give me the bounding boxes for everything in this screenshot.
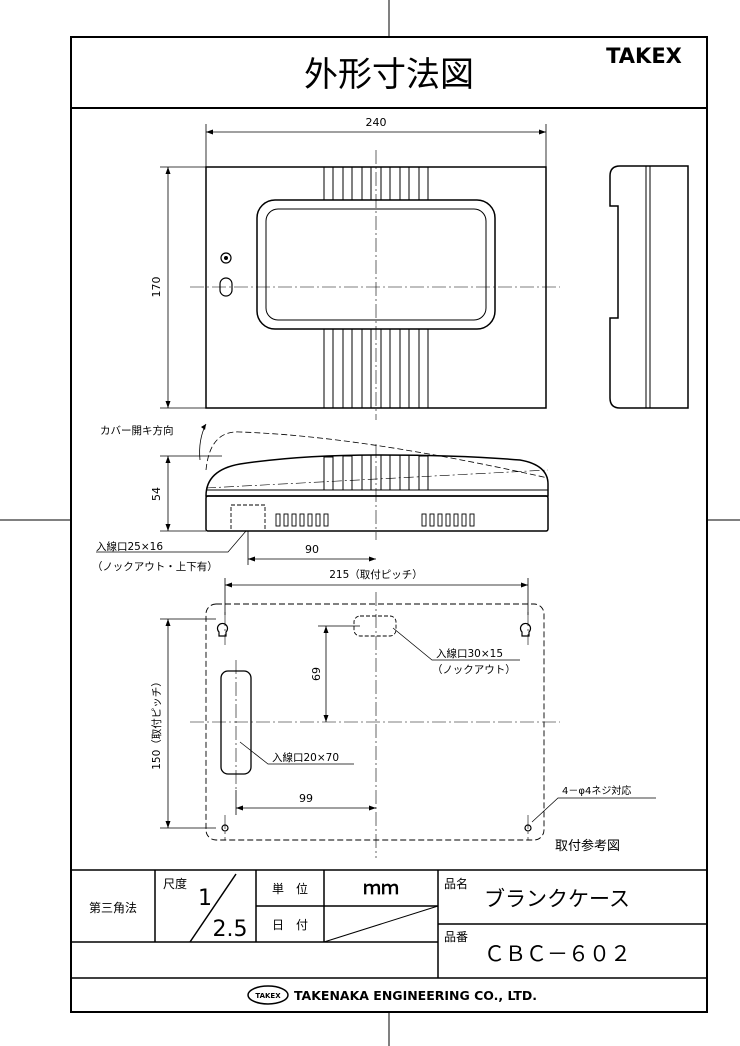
dim-90-label: 90 (305, 543, 319, 556)
inlet-30x15-label: 入線口30×15 (436, 647, 503, 660)
side-view (609, 165, 689, 409)
product-code-label: 品番 (444, 930, 468, 944)
dim-99 (235, 790, 376, 815)
dim-90 (247, 531, 376, 565)
dim-240 (205, 124, 547, 167)
dim-170 (160, 166, 206, 409)
company-logo: TAKEX (247, 985, 289, 1005)
inlet-30x15-sub: （ノックアウト） (432, 664, 516, 676)
front-view (190, 150, 560, 420)
dim-170-label: 170 (150, 277, 163, 298)
projection-method: 第三角法 (89, 901, 137, 915)
scale-numerator: 1 (198, 886, 212, 911)
dim-99-label: 99 (299, 792, 313, 805)
dim-150 (160, 618, 216, 829)
dim-54-label: 54 (150, 487, 163, 501)
cover-direction-note: カバー開キ方向 (100, 424, 174, 437)
unit-label: 単 位 (272, 881, 308, 896)
product-code-value: ＣＢＣ－６０２ (484, 942, 631, 966)
dim-69 (318, 625, 360, 722)
scale-denominator: 2.5 (213, 917, 248, 942)
brand-logo: TAKEX (606, 44, 682, 68)
dim-69-label: 69 (310, 667, 323, 681)
product-name-label: 品名 (444, 876, 468, 891)
sheet-border (70, 36, 708, 1013)
company-logo-text: TAKEX (255, 992, 281, 1000)
date-label: 日 付 (272, 918, 308, 932)
dim-215 (224, 578, 529, 615)
dim-240-label: 240 (366, 116, 387, 129)
title-block (71, 869, 707, 979)
product-name-value: ブランクケース (484, 887, 630, 911)
mount-reference-label: 取付参考図 (555, 838, 620, 854)
bottom-view (199, 423, 549, 540)
inlet-25x16-label: 入線口25×16 (96, 540, 163, 553)
screw-note: 4－φ4ネジ対応 (562, 784, 631, 797)
dim-54 (160, 455, 222, 532)
unit-value: ｍｍ (363, 878, 399, 899)
company-name: TAKENAKA ENGINEERING CO., LTD. (294, 988, 537, 1003)
inlet-20x70-label: 入線口20×70 (272, 751, 339, 764)
inlet-25x16-sub: （ノックアウト・上下有） (92, 560, 218, 573)
drawing-title: 外形寸法図 (304, 55, 474, 95)
dim-215-label: 215（取付ピッチ） (329, 568, 423, 581)
dim-150-label: 150（取付ピッチ） (150, 676, 163, 770)
mounting-view (190, 592, 560, 858)
scale-label: 尺度 (163, 876, 187, 891)
